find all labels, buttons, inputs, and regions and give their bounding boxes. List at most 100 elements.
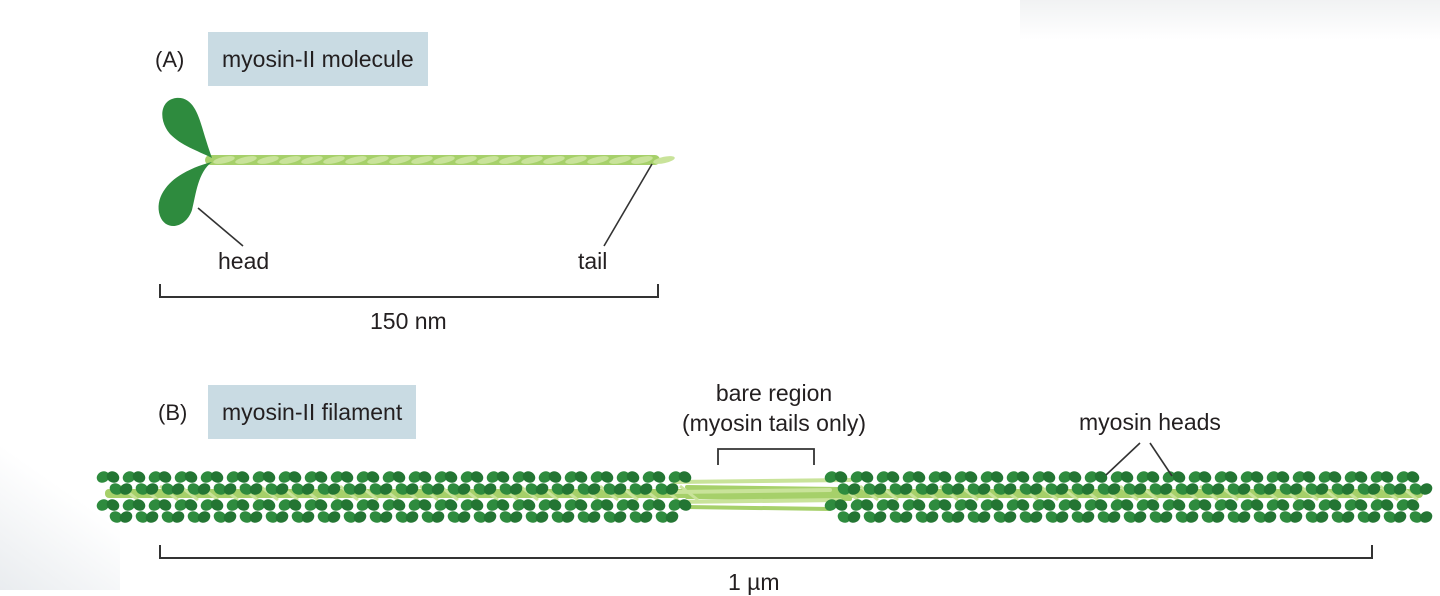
myosin-head-pair [1396,499,1420,511]
myosin-head-pair [1045,511,1069,523]
myosin-head-pair [1032,499,1056,511]
myosin-head-pair [1240,499,1264,511]
myosin-head-pair [1084,499,1108,511]
myosin-head-pair [499,483,523,495]
myosin-head-pair [564,499,588,511]
scale-label-150nm: 150 nm [370,308,447,334]
myosin-head-pair [1227,511,1251,523]
myosin-head-pair [655,511,679,523]
myosin-head-pair [1370,499,1394,511]
myosin-head-pair [473,511,497,523]
myosin-head-pair [148,499,172,511]
myosin-head-pair [1383,511,1407,523]
tail-twist-segment [587,156,609,164]
myosin-head-pair [356,499,380,511]
myosin-head-pair [1409,483,1433,495]
myosin-head-pair [317,483,341,495]
bare-region-tail [673,478,852,484]
myosin-head-pair [382,471,406,483]
myosin-head-pair [1292,499,1316,511]
myosin-head-pair [616,471,640,483]
myosin-head-pair [1136,499,1160,511]
myosin-head-pair [577,483,601,495]
myosin-head-pair [265,483,289,495]
myosin-head-pair [889,511,913,523]
molecule-tail [205,155,675,165]
myosin-head-pair [1162,499,1186,511]
myosin-head-pair [1409,511,1433,523]
myosin-head-pair [512,471,536,483]
myosin-head-pair [928,471,952,483]
myosin-head-pair [213,511,237,523]
myosin-head-pair [1097,511,1121,523]
myosin-head-pair [616,499,640,511]
myosin-head-pair [1266,471,1290,483]
myosin-head-pair [304,471,328,483]
myosin-head-pair [239,511,263,523]
tail-twist-segment [235,156,257,164]
tail-twist-segment [411,156,433,164]
myosin-head-pair [1110,499,1134,511]
myosin-head-pair [1097,483,1121,495]
myosin-head-pair [837,511,861,523]
myosin-head-pair [863,483,887,495]
myosin-head-pair [1253,511,1277,523]
heads-pointer-right [1149,442,1173,477]
myosin-head-pair [629,483,653,495]
myosin-head-pair [1305,511,1329,523]
tail-twist-segment [653,156,675,164]
bare-region-label: bare region [715,380,833,406]
myosin-head-pair [343,483,367,495]
tail-twist-segment [565,156,587,164]
tail-twist-segment [213,156,235,164]
myosin-head-pair [200,471,224,483]
myosin-head-pair [941,511,965,523]
myosin-head-pair [668,499,692,511]
myosin-head-pair [213,483,237,495]
myosin-head-pair [122,499,146,511]
tail-twist-segment [631,156,653,164]
tail-twist-segment [477,156,499,164]
myosin-head-pair [1214,499,1238,511]
myosin-head-pair [824,499,848,511]
myosin-head-pair [252,471,276,483]
myosin-head-pair [1201,511,1225,523]
myosin-head-pair [226,499,250,511]
myosin-head-pair [1266,499,1290,511]
myosin-head-pair [1032,471,1056,483]
myosin-head-pair [590,471,614,483]
myosin-head-pair [395,511,419,523]
myosin-heads-label: myosin heads [1079,409,1221,435]
myosin-head-pair [447,483,471,495]
myosin-head-pair [291,483,315,495]
myosin-head-pair [1357,511,1381,523]
myosin-head-pair [889,483,913,495]
myosin-head-pair [265,511,289,523]
myosin-head-pair [525,483,549,495]
panel-b-letter: (B) [158,400,188,425]
bare-region-tail [685,505,832,511]
myosin-head-pair [1279,483,1303,495]
myosin-head-pair [161,483,185,495]
myosin-head-pair [434,471,458,483]
myosin-head-pair [1110,471,1134,483]
myosin-head-pair [356,471,380,483]
myosin-head-pair [1344,471,1368,483]
myosin-head-pair [1123,483,1147,495]
myosin-head-pair [109,511,133,523]
head-label: head [218,248,270,274]
tail-twist-segment [323,156,345,164]
myosin-head-pair [577,511,601,523]
myosin-head-pair [369,511,393,523]
myosin-head-pair [824,471,848,483]
myosin-head-pair [96,499,120,511]
scale-bar-1um [159,545,1373,559]
tail-twist-segment [543,156,565,164]
myosin-head-pair [837,483,861,495]
myosin-head-pair [421,483,445,495]
myosin-head-pair [967,483,991,495]
myosin-head-pair [135,483,159,495]
myosin-molecule [158,97,675,298]
myosin-head-pair [1253,483,1277,495]
background-shade-top [1020,0,1440,40]
